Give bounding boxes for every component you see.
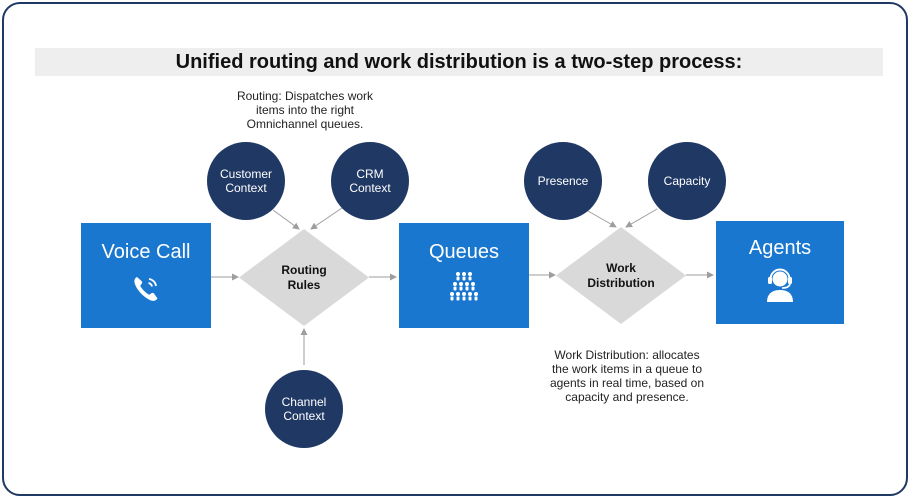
voice-call-label: Voice Call: [101, 241, 191, 263]
arrow-customer-to-routing: [272, 209, 300, 230]
routing-rules-diamond: Routing Rules: [239, 229, 369, 326]
arrow-capacity-to-distribution: [625, 208, 658, 228]
circle-label-line: Capacity: [663, 174, 711, 188]
routing-note-line: Routing: Dispatches work: [236, 89, 374, 103]
capacity-circle: Capacity: [648, 142, 726, 220]
circle-label-line: Context: [349, 181, 391, 195]
agents-box: Agents: [716, 221, 844, 324]
channel-context-circle: Channel Context: [265, 370, 343, 448]
crm-context-circle: CRM Context: [331, 142, 409, 220]
circle-label-line: Presence: [537, 174, 589, 188]
distribution-note-line: capacity and presence.: [565, 390, 689, 404]
headset-agent-icon: [760, 266, 800, 309]
arrow-presence-to-distribution: [587, 210, 617, 228]
queues-box: Queues: [399, 223, 529, 328]
distribution-note: Work Distribution: allocates the work it…: [527, 348, 727, 404]
diamond-label-line: Rules: [287, 277, 321, 292]
routing-note: Routing: Dispatches work items into the …: [210, 89, 400, 131]
circle-label-line: Channel: [281, 395, 327, 409]
circle-label-line: CRM: [356, 167, 384, 181]
queues-label: Queues: [428, 241, 500, 263]
distribution-note-line: the work items in a queue to: [551, 362, 703, 376]
arrow-crm-to-routing: [310, 207, 343, 230]
circle-label-line: Context: [283, 409, 325, 423]
work-distribution-diamond: Work Distribution: [556, 227, 686, 324]
diamond-label-line: Routing: [281, 262, 327, 277]
phone-icon: [131, 274, 161, 309]
routing-note-line: items into the right: [255, 103, 355, 117]
people-queue-icon: [446, 270, 482, 311]
customer-context-circle: Customer Context: [207, 142, 285, 220]
diamond-label-line: Distribution: [587, 275, 655, 290]
agents-label: Agents: [748, 237, 812, 259]
distribution-note-line: agents in real time, based on: [549, 376, 705, 390]
voice-call-box: Voice Call: [81, 223, 211, 328]
presence-circle: Presence: [524, 142, 602, 220]
diamond-label-line: Work: [606, 260, 636, 275]
title-text: Unified routing and work distribution is…: [175, 50, 743, 73]
circle-label-line: Customer: [219, 167, 272, 181]
diagram-frame: [2, 2, 908, 496]
diagram-title: Unified routing and work distribution is…: [35, 48, 883, 76]
circle-label-line: Context: [225, 181, 267, 195]
distribution-note-line: Work Distribution: allocates: [554, 348, 700, 362]
routing-note-line: Omnichannel queues.: [246, 117, 364, 131]
